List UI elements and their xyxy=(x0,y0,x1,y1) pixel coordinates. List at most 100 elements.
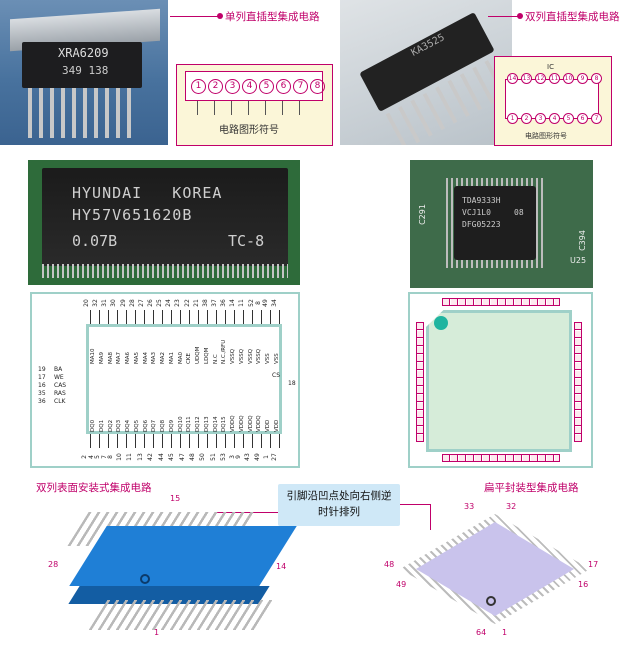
sop-3d-chip: 15 28 14 1 xyxy=(48,494,297,640)
sip-callout-dot xyxy=(217,13,223,19)
tsop-left-pin-number: 16 xyxy=(38,382,46,389)
sip-pin: 4 xyxy=(242,79,257,94)
tsop-pin-name: DQ4 xyxy=(125,419,131,432)
tsop-pin-name: MA5 xyxy=(133,351,140,364)
sip-mark-1: XRA6209 xyxy=(58,46,109,60)
dip-symbol-label: 电路图形符号 xyxy=(525,132,567,140)
sop-pin-label: 15 xyxy=(170,494,181,503)
tsop-mark-4: TC-8 xyxy=(228,232,265,250)
tsop-mark-3: 0.07B xyxy=(72,232,118,250)
qfp-label: 扁平封装型集成电路 xyxy=(484,482,579,494)
tsop-pin-name: VSS xyxy=(265,353,271,364)
sip-pin: 8 xyxy=(310,79,325,94)
tsop-pin-name: CKE xyxy=(186,353,193,364)
tsop-bottom-pin-numbers: 2 4 5 7 8 10 11 13 42 44 45 47 48 50 51 … xyxy=(81,450,282,464)
tsop-pin-name: DQ9 xyxy=(168,419,175,432)
sop-pin-label: 28 xyxy=(48,560,59,569)
tsop-pin-number: 34 xyxy=(270,299,278,307)
dip-pin: 11 xyxy=(549,73,560,84)
dip-pin: 12 xyxy=(535,73,546,84)
sip-symbol-label: 电路图形符号 xyxy=(219,125,279,136)
tsop-pin-name: VDDQ xyxy=(247,415,254,432)
tsop-left-pin: RAS xyxy=(54,390,66,397)
tsop-left-pin: CAS xyxy=(54,382,67,389)
tsop-pin-name: VSSQ xyxy=(256,348,263,364)
tsop-pin-name: DQ5 xyxy=(133,419,140,432)
sip-mark-2: 349 138 xyxy=(62,64,109,77)
tsop-schematic-box: 20 32 31 30 29 28 27 26 25 24 23 22 21 3… xyxy=(30,292,300,468)
tsop-left-pin-numbers: 19 17 16 35 36 xyxy=(38,366,46,406)
tsop-pin-name: MA10 xyxy=(90,348,96,364)
tsop-pin-name: MA8 xyxy=(107,351,114,364)
dip-pin: 7 xyxy=(591,113,602,124)
qfp-bottom-pads xyxy=(442,454,560,462)
tsop-pin-name: N.C xyxy=(212,354,219,364)
tsop-mark-2: HY57V651620B xyxy=(72,206,193,224)
tsop-pin-name: UDQM xyxy=(195,346,201,364)
sop-pin-label: 14 xyxy=(276,562,287,571)
tsop-pin-name: DQ10 xyxy=(177,416,184,432)
sop-label: 双列表面安装式集成电路 xyxy=(36,482,152,494)
sip-pin: 3 xyxy=(225,79,240,94)
tsop-pin-name: DQ2 xyxy=(107,419,114,432)
tsop-pin-name: VSSQ xyxy=(230,348,236,364)
qfp-pin-label: 49 xyxy=(396,580,407,589)
dip-label: 双列直插型集成电路 xyxy=(525,11,620,23)
qfp-pin-label: 33 xyxy=(464,502,475,511)
tsop-left-pin: BA xyxy=(54,366,63,373)
tsop-top-pin-numbers: 20 32 31 30 29 28 27 26 25 24 23 22 21 3… xyxy=(83,296,282,310)
qfp-pin-label: 1 xyxy=(502,628,508,637)
tsop-pin-name: MA6 xyxy=(125,351,131,364)
tsop-pin-name: DQ14 xyxy=(212,416,219,432)
tsop-pin-name: DQ15 xyxy=(221,416,228,432)
tsop-pin-name: MA9 xyxy=(98,351,105,364)
board-label-c394: C394 xyxy=(577,230,587,251)
orientation-note-text: 引脚沿凹点处向右侧逆时针排列 xyxy=(286,490,392,518)
tsop-photo: HYUNDAI KOREA HY57V651620B 0.07B TC-8 xyxy=(28,160,300,285)
tsop-pin-name: DQ0 xyxy=(90,419,96,432)
dip-pin: 10 xyxy=(563,73,574,84)
tsop-pin-name: VSS xyxy=(273,353,280,364)
sip-pin: 7 xyxy=(293,79,308,94)
qfp-pin-label: 17 xyxy=(588,560,599,569)
qfp-schematic-box xyxy=(408,292,593,468)
dip-pin: 4 xyxy=(549,113,560,124)
sip-pin-row: 1 2 3 4 5 6 7 8 xyxy=(191,79,325,94)
qfp-mark-1: TDA9333H xyxy=(462,196,501,205)
dip-callout-dot xyxy=(517,13,523,19)
dip-pin: 3 xyxy=(535,113,546,124)
dip-pin: 5 xyxy=(563,113,574,124)
qfp-right-pads xyxy=(574,322,582,442)
dip-bottom-pins: 1 2 3 4 5 6 7 xyxy=(507,113,602,124)
dip-symbol-box: IC 14 13 12 11 10 9 8 1 2 3 4 5 6 7 电路图形… xyxy=(494,56,612,146)
sip-photo: XRA6209 349 138 xyxy=(0,0,168,145)
tsop-left-pin-number: 17 xyxy=(38,374,46,381)
tsop-pin-name: LDQM xyxy=(203,347,210,364)
qfp-top-pads xyxy=(442,298,560,306)
sop-3d-top xyxy=(69,526,297,586)
orientation-note: 引脚沿凹点处向右侧逆时针排列 xyxy=(278,484,400,526)
tsop-pin-name: DQ12 xyxy=(195,416,201,432)
sop-pin-label: 1 xyxy=(154,628,160,637)
sip-pin: 5 xyxy=(259,79,274,94)
tsop-mark-1: HYUNDAI KOREA xyxy=(72,184,223,202)
qfp-pin-label: 32 xyxy=(506,502,517,511)
sip-pin: 1 xyxy=(191,79,206,94)
dip-photo: KA3525 xyxy=(340,0,512,145)
qfp-left-pads xyxy=(416,322,424,442)
sip-callout-line xyxy=(170,16,218,17)
tsop-left-pin-number: 19 xyxy=(38,366,46,373)
tsop-left-pin: CLK xyxy=(54,398,66,405)
tsop-bottom-leads xyxy=(90,434,280,448)
tsop-pin-name: DQ13 xyxy=(203,416,210,432)
tsop-top-pin-names: MA10 MA9 MA8 MA7 MA6 MA5 MA4 MA3 MA2 MA1… xyxy=(90,328,280,364)
qfp-mark-3: 08 xyxy=(514,208,524,217)
tsop-left-pin-number: 36 xyxy=(38,398,46,405)
sop-pin1-dimple xyxy=(140,574,150,584)
qfp-3d-dimple xyxy=(486,596,496,606)
dip-pin: 1 xyxy=(507,113,518,124)
tsop-pin-name: DQ6 xyxy=(142,419,149,432)
tsop-pin-name: MA2 xyxy=(160,351,166,364)
tsop-pin-name: VSSQ xyxy=(247,348,254,364)
board-label-u25: U25 xyxy=(570,256,587,265)
